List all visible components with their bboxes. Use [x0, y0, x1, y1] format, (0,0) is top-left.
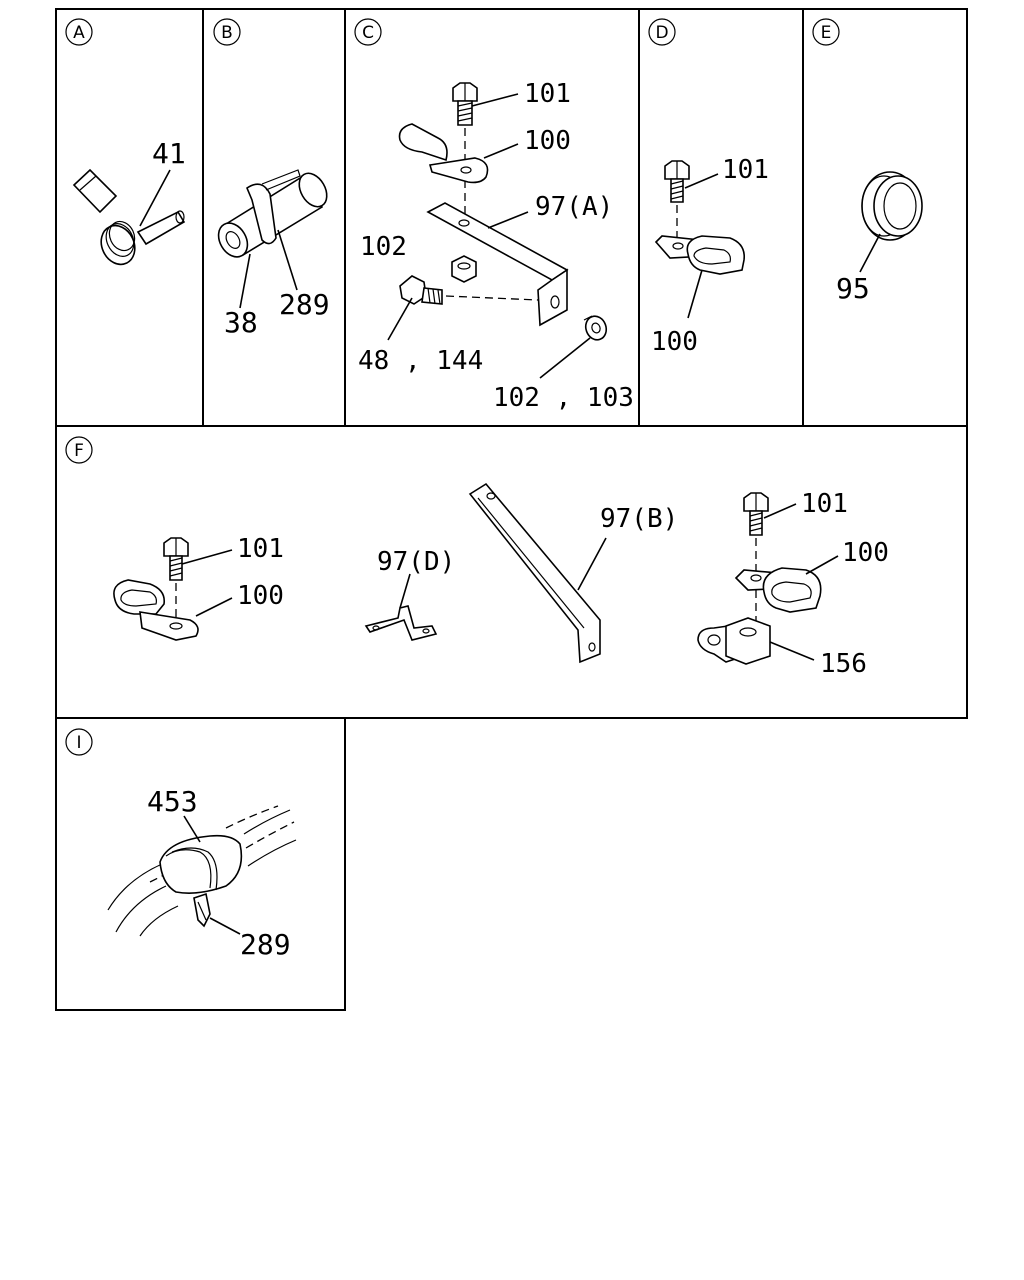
bracket-part-97a [426, 202, 569, 327]
leader-48-144 [387, 297, 413, 341]
svg-text:A: A [73, 23, 85, 43]
bracket-part-97b [468, 482, 601, 664]
leader-101 [763, 503, 797, 519]
p-clamp-part-100 [113, 579, 199, 641]
spacer-part-156 [697, 617, 771, 665]
callout-48-144: 48 , 144 [358, 346, 483, 376]
leader-101 [181, 549, 233, 565]
section-c: C [354, 18, 634, 413]
section-b: B 38 289 [213, 18, 330, 339]
section-marker-a: A [65, 18, 93, 46]
callout-102: 102 [360, 232, 407, 262]
svg-text:I: I [76, 733, 81, 753]
nut-part-102-103 [583, 315, 608, 341]
bolt-part-101 [743, 492, 769, 536]
leader-100 [687, 269, 703, 319]
callout-101: 101 [237, 534, 284, 564]
leader-100 [483, 143, 519, 159]
leader-97a [487, 211, 529, 229]
callout-38: 38 [224, 306, 258, 339]
leader-97d [399, 573, 411, 609]
callout-95: 95 [836, 272, 870, 305]
p-clamp-part-100 [654, 235, 746, 275]
hose-clamp-part-41 [72, 168, 186, 266]
section-marker-e: E [812, 18, 840, 46]
leader-156 [769, 641, 815, 661]
pipe-part-38 [217, 172, 328, 258]
section-marker-d: D [648, 18, 676, 46]
leader-100 [195, 597, 233, 617]
svg-text:E: E [821, 23, 832, 43]
section-f: F 101 100 97(D) [65, 436, 889, 679]
callout-97d: 97(D) [377, 547, 455, 577]
leader-95 [859, 233, 881, 273]
grommet-part-95 [861, 171, 923, 241]
p-clamp-part-100 [734, 567, 822, 613]
callout-100: 100 [842, 538, 889, 568]
cable-tie-part-289 [246, 169, 301, 245]
leader-453 [183, 815, 201, 843]
svg-text:C: C [362, 23, 374, 43]
leader-97b [577, 537, 607, 591]
callout-100: 100 [237, 581, 284, 611]
callout-97a: 97(A) [535, 192, 613, 222]
callout-453: 453 [147, 785, 198, 818]
callout-102-103: 102 , 103 [493, 383, 634, 413]
section-marker-f: F [65, 436, 93, 464]
callout-289: 289 [279, 288, 330, 321]
callout-97b: 97(B) [600, 504, 678, 534]
leader-289 [277, 229, 298, 291]
leader-100 [805, 555, 839, 575]
bolt-part-101 [452, 82, 478, 126]
callout-101: 101 [524, 79, 571, 109]
callout-101: 101 [722, 155, 769, 185]
p-clamp-part-100 [398, 123, 489, 184]
leader-102-103 [539, 337, 591, 379]
cable-tie-part-289 [193, 892, 211, 928]
protector-part-453 [159, 834, 243, 894]
section-marker-b: B [213, 18, 241, 46]
svg-text:D: D [655, 23, 668, 43]
svg-text:F: F [74, 441, 84, 461]
callout-101: 101 [801, 489, 848, 519]
axis-line [445, 295, 539, 301]
section-a: A 41 [65, 18, 186, 266]
bracket-part-97d [364, 605, 438, 641]
section-d: D 101 100 [648, 18, 769, 357]
section-marker-i: I [65, 728, 93, 756]
section-e: E 95 [812, 18, 923, 305]
section-i: I 453 289 [65, 728, 297, 961]
hoses [107, 805, 297, 937]
callout-289: 289 [240, 928, 291, 961]
panel-frame [55, 8, 968, 1011]
svg-text:B: B [221, 23, 233, 43]
leader-101 [684, 173, 719, 189]
leader-101 [471, 93, 519, 107]
leader-289 [209, 917, 241, 935]
bolt-part-101 [664, 160, 690, 203]
callout-156: 156 [820, 649, 867, 679]
callout-100: 100 [651, 327, 698, 357]
leader-41 [139, 169, 171, 227]
nut-part-102 [451, 255, 477, 283]
callout-41: 41 [152, 137, 186, 170]
section-marker-c: C [354, 18, 382, 46]
bolt-part-48-144 [399, 275, 443, 305]
callout-100: 100 [524, 126, 571, 156]
bolt-part-101 [163, 537, 189, 581]
leader-38 [239, 253, 251, 309]
